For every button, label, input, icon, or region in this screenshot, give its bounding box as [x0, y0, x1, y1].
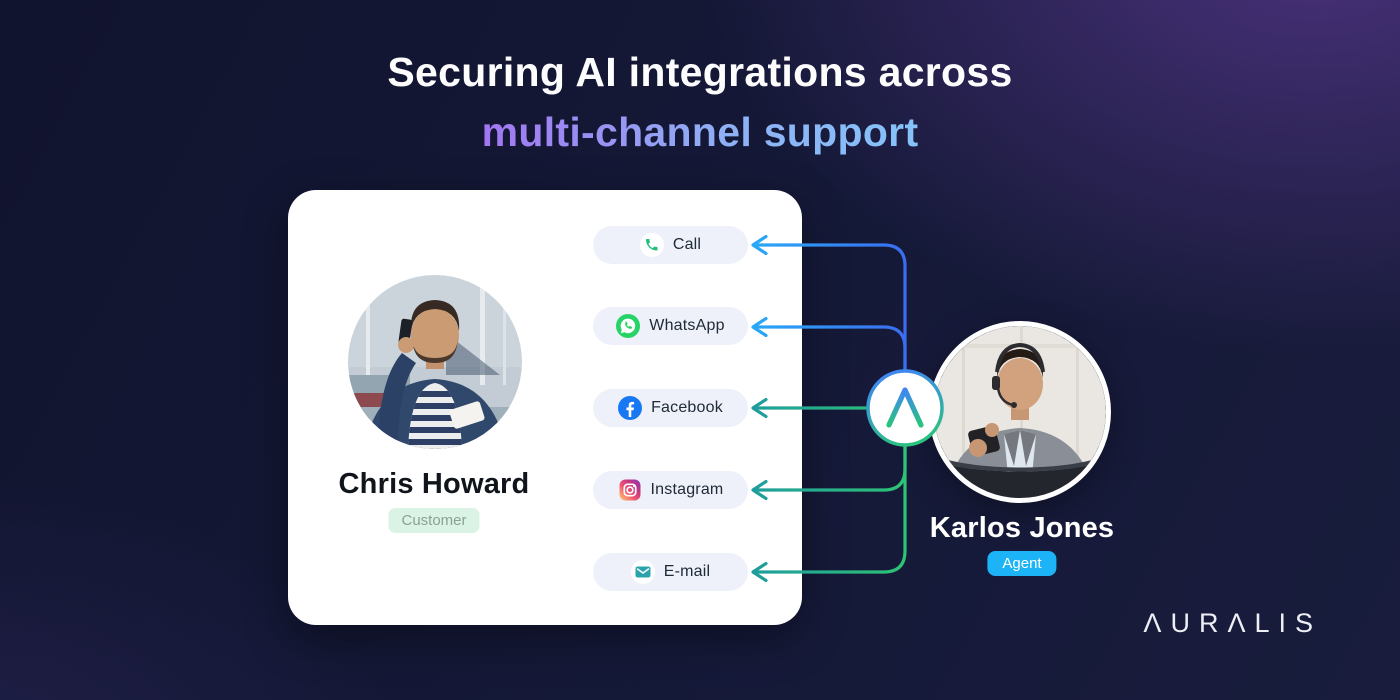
phone-icon [639, 233, 664, 257]
customer-role-badge: Customer [388, 508, 480, 533]
page-title: Securing AI integrations across multi-ch… [0, 42, 1400, 162]
instagram-icon [618, 478, 642, 502]
whatsapp-icon [616, 314, 641, 338]
channel-pill-whatsapp[interactable]: WhatsApp [593, 307, 748, 345]
channel-label-facebook: Facebook [651, 399, 723, 416]
channel-pill-email[interactable]: E-mail [593, 553, 748, 591]
agent-photo [929, 321, 1111, 503]
auralis-lambda-icon [886, 387, 924, 428]
channel-label-instagram: Instagram [650, 481, 724, 498]
title-line-2: multi-channel support [482, 102, 919, 162]
email-icon [630, 560, 655, 584]
channel-label-whatsapp: WhatsApp [649, 317, 725, 334]
auralis-logo: ΛURΛLIS [1143, 608, 1322, 638]
channel-label-call: Call [672, 236, 702, 253]
channel-pill-instagram[interactable]: Instagram [593, 471, 748, 509]
channel-label-email: E-mail [663, 563, 711, 580]
agent-role-badge: Agent [987, 551, 1057, 576]
customer-photo [348, 275, 522, 449]
channel-pill-call[interactable]: Call [593, 226, 748, 264]
customer-photo-illustration [348, 275, 522, 449]
customer-card: Chris Howard Customer Call WhatsApp Face… [288, 190, 802, 625]
agent-photo-illustration [934, 326, 1106, 498]
title-line-1: Securing AI integrations across [387, 49, 1013, 95]
facebook-icon [618, 396, 643, 420]
agent-name: Karlos Jones [929, 512, 1115, 544]
channel-pill-facebook[interactable]: Facebook [593, 389, 748, 427]
customer-name: Chris Howard [338, 468, 530, 500]
